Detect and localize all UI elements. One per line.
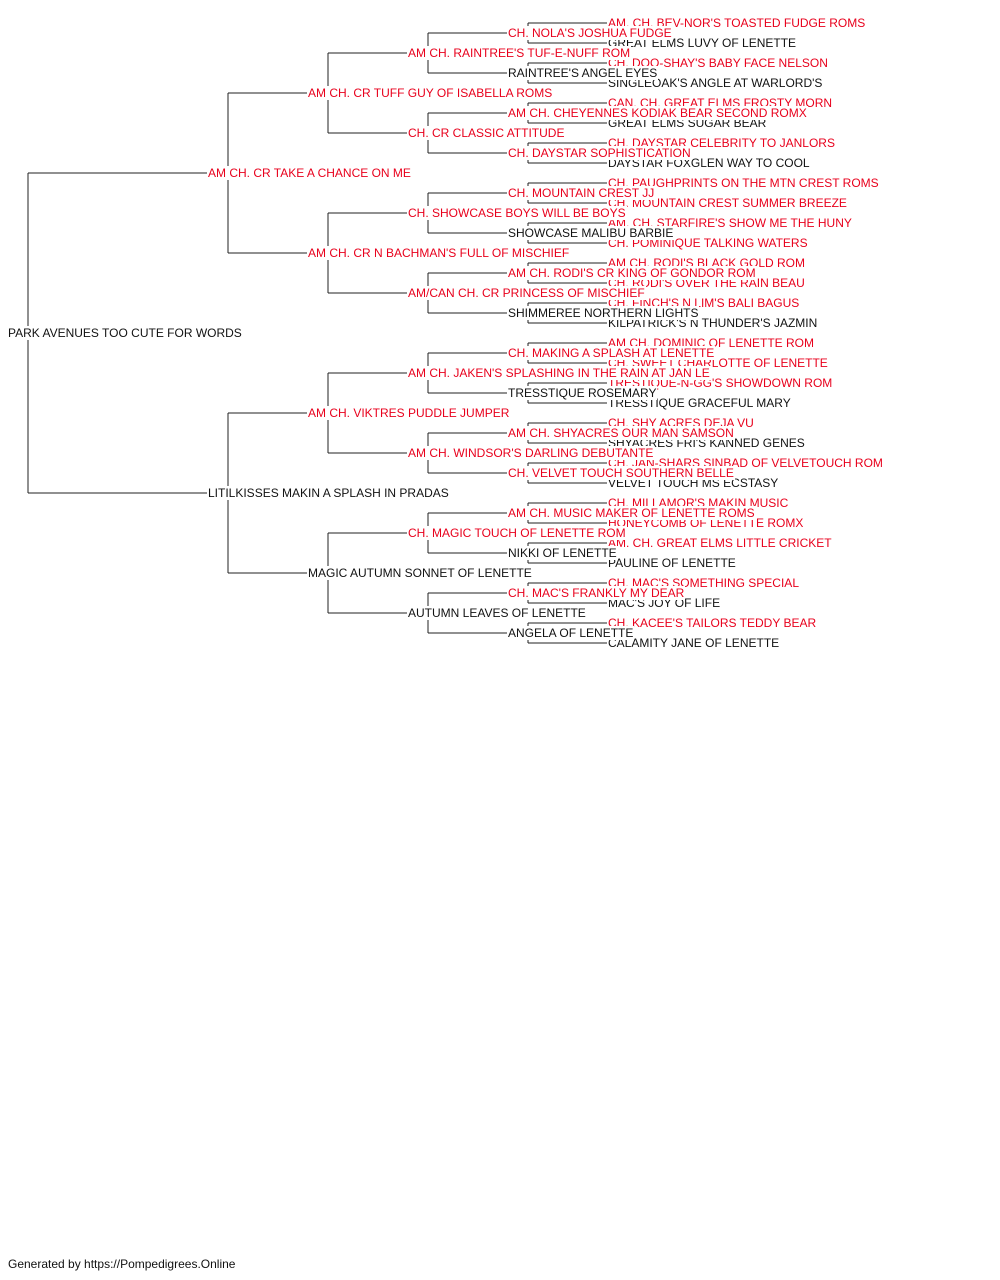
dog-name-sire-dam-sire-sire-dam: CH. MOUNTAIN CREST SUMMER BREEZE [607, 196, 848, 210]
dog-name-dam-sire-dam-dam: CH. VELVET TOUCH SOUTHERN BELLE [507, 466, 735, 480]
generated-by-footer: Generated by https://Pompedigrees.Online [8, 1257, 236, 1271]
dog-name-dam-dam: MAGIC AUTUMN SONNET OF LENETTE [307, 566, 533, 580]
dog-name-sire-sire-dam-dam: CH. DAYSTAR SOPHISTICATION [507, 146, 692, 160]
dog-name-subject: PARK AVENUES TOO CUTE FOR WORDS [7, 326, 243, 340]
dog-name-sire-dam-dam-sire: AM CH. RODI'S CR KING OF GONDOR ROM [507, 266, 757, 280]
dog-name-dam-dam-dam-dam-dam: CALAMITY JANE OF LENETTE [607, 636, 781, 650]
dog-name-dam-dam-dam: AUTUMN LEAVES OF LENETTE [407, 606, 587, 620]
dog-name-sire-dam-sire-sire: CH. MOUNTAIN CREST JJ [507, 186, 656, 200]
dog-name-sire-sire-dam: CH. CR CLASSIC ATTITUDE [407, 126, 566, 140]
dog-name-dam-dam-sire-dam-dam: PAULINE OF LENETTE [607, 556, 737, 570]
dog-name-dam-dam-dam-dam-sire: CH. KACEE'S TAILORS TEDDY BEAR [607, 616, 818, 630]
dog-name-dam-sire: AM CH. VIKTRES PUDDLE JUMPER [307, 406, 511, 420]
dog-name-dam-sire-sire-dam: TRESSTIQUE ROSEMARY [507, 386, 658, 400]
dog-name-dam-sire-dam: AM CH. WINDSOR'S DARLING DEBUTANTE [407, 446, 655, 460]
dog-name-dam-dam-dam-dam: ANGELA OF LENETTE [507, 626, 635, 640]
dog-name-sire-sire-dam-sire: AM CH. CHEYENNES KODIAK BEAR SECOND ROMX [507, 106, 808, 120]
dog-name-dam-sire-sire: AM CH. JAKEN'S SPLASHING IN THE RAIN AT … [407, 366, 711, 380]
dog-name-sire-dam-dam: AM/CAN CH. CR PRINCESS OF MISCHIEF [407, 286, 646, 300]
dog-name-sire-dam: AM CH. CR N BACHMAN'S FULL OF MISCHIEF [307, 246, 571, 260]
dog-name-dam-sire-sire-sire: CH. MAKING A SPLASH AT LENETTE [507, 346, 716, 360]
dog-name-dam-sire-dam-sire: AM CH. SHYACRES OUR MAN SAMSON [507, 426, 735, 440]
dog-name-sire-sire: AM CH. CR TUFF GUY OF ISABELLA ROMS [307, 86, 554, 100]
dog-name-sire-sire-sire-sire: CH. NOLA'S JOSHUA FUDGE [507, 26, 673, 40]
dog-name-dam-dam-sire-dam-sire: AM. CH. GREAT ELMS LITTLE CRICKET [607, 536, 833, 550]
dog-name-sire-dam-sire: CH. SHOWCASE BOYS WILL BE BOYS [407, 206, 627, 220]
dog-name-sire-sire-sire: AM CH. RAINTREE'S TUF-E-NUFF ROM [407, 46, 632, 60]
dog-name-dam-dam-dam-sire: CH. MAC'S FRANKLY MY DEAR [507, 586, 686, 600]
dog-name-sire-dam-sire-dam: SHOWCASE MALIBU BARBIE [507, 226, 675, 240]
dog-name-dam-dam-sire-dam: NIKKI OF LENETTE [507, 546, 618, 560]
dog-name-sire-dam-dam-dam: SHIMMEREE NORTHERN LIGHTS [507, 306, 700, 320]
dog-name-sire-sire-sire-dam-dam: SINGLEOAK'S ANGLE AT WARLORD'S [607, 76, 824, 90]
dog-name-dam-dam-sire-sire: AM CH. MUSIC MAKER OF LENETTE ROMS [507, 506, 756, 520]
dog-name-sire-sire-sire-dam: RAINTREE'S ANGEL EYES [507, 66, 659, 80]
dog-name-sire-sire-sire-dam-sire: CH. DOO-SHAY'S BABY FACE NELSON [607, 56, 829, 70]
dog-name-sire-dam-sire-sire-sire: CH. PAUGHPRINTS ON THE MTN CREST ROMS [607, 176, 880, 190]
dog-name-dam-dam-sire: CH. MAGIC TOUCH OF LENETTE ROM [407, 526, 627, 540]
dog-name-dam: LITILKISSES MAKIN A SPLASH IN PRADAS [207, 486, 450, 500]
dog-name-sire: AM CH. CR TAKE A CHANCE ON ME [207, 166, 412, 180]
